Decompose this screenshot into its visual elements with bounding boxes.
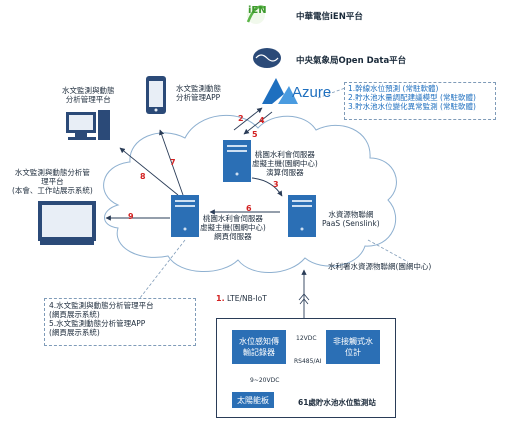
arrow-azure-to-compute — [243, 111, 273, 135]
cwb-platform-label: 中央氣象局Open Data平台 — [296, 56, 407, 66]
compute-server-label: 桃園水利會伺服器 虛擬主機(園網中心) 演算伺服器 — [252, 150, 318, 177]
rs485-label: RS485/AI — [294, 358, 322, 365]
arrow-number-9: 9 — [128, 212, 134, 221]
ien-mark: iEN — [248, 5, 267, 16]
arrow-number-5: 5 — [252, 130, 258, 139]
non-contact-level-sensor: 非接觸式水 位計 — [326, 330, 380, 364]
azure-services-box: 1.幹線水位預測 (常駐軟體) 2.貯水池水量調配建議模型 (常駐軟體) 3.貯… — [344, 82, 496, 120]
phone-icon — [146, 76, 166, 114]
arrow-number-6: 6 — [246, 204, 252, 213]
ien-logo-icon — [246, 5, 266, 24]
iot-center-label: 水資源物聯網 PaaS (Senslink) — [322, 210, 380, 228]
arrow-compute-to-iot — [251, 177, 283, 197]
azure-logo-icon — [262, 78, 298, 104]
arrow-to-web-platform — [119, 147, 179, 196]
note-line-2: (網頁展示系統) — [49, 310, 100, 319]
signal-icon — [298, 293, 310, 305]
note-callout-line — [139, 239, 186, 299]
azure-service-1: 1.幹線水位預測 (常駐軟體) — [348, 84, 439, 93]
cloud-caption-line — [367, 239, 409, 263]
server-icon-compute — [223, 140, 251, 182]
arrow-number-3: 3 — [273, 180, 279, 189]
display-systems-note: 4.水文監測與動態分析管理平台 (網頁展示系統) 5.水文監測動態分析管理APP… — [44, 298, 196, 346]
monitor-icon — [66, 110, 110, 140]
arrow-to-app — [159, 129, 184, 196]
arrow-compute-to-azure — [233, 107, 263, 131]
app-label: 水文監測動態 分析管理APP — [176, 84, 221, 102]
arrow-number-2: 2 — [238, 114, 244, 123]
water-level-recorder: 水位感知傳 輸記錄器 — [232, 330, 286, 364]
power-9-20v-label: 9~20VDC — [250, 377, 280, 384]
link-type-label: LTE/NB-IoT — [227, 294, 267, 303]
note-line-1: 4.水文監測與動態分析管理平台 — [49, 301, 154, 310]
azure-label: Azure — [292, 84, 332, 101]
display-board-icon — [38, 201, 96, 245]
cwb-logo-icon — [253, 48, 281, 68]
note-line-4: (網頁展示系統) — [49, 328, 100, 337]
cloud-outline — [103, 114, 397, 273]
solar-panel: 太陽能板 — [232, 392, 274, 408]
arrow-number-8: 8 — [140, 172, 146, 181]
arrow-number-7: 7 — [170, 158, 176, 167]
power-12v-label: 12VDC — [296, 335, 317, 342]
link-label: 1. LTE/NB-IoT — [216, 294, 267, 303]
web-server-label: 桃園水利會伺服器 虛擬主機(園網中心) 網頁伺服器 — [200, 214, 266, 241]
ien-platform-label: 中華電信iEN平台 — [296, 12, 363, 22]
cloud-caption: 水利署水資源物聯網(園網中心) — [328, 262, 432, 271]
azure-service-3: 3.貯水池水位變化異常監測 (常駐軟體) — [348, 102, 476, 111]
display-label: 水文監測與動態分析管 理平台 (本會、工作站展示系統) — [12, 168, 93, 195]
station-title: 61處貯水池水位監測站 — [298, 398, 376, 407]
azure-service-2: 2.貯水池水量調配建議模型 (常駐軟體) — [348, 93, 476, 102]
web-platform-label: 水文監測與動態 分析管理平台 — [62, 86, 115, 104]
server-icon-web — [171, 195, 199, 237]
note-line-3: 5.水文監測動態分析管理APP — [49, 319, 146, 328]
arrow-number-1: 1. — [216, 294, 225, 303]
server-icon-iot — [288, 195, 316, 237]
arrow-number-4: 4 — [259, 116, 265, 125]
